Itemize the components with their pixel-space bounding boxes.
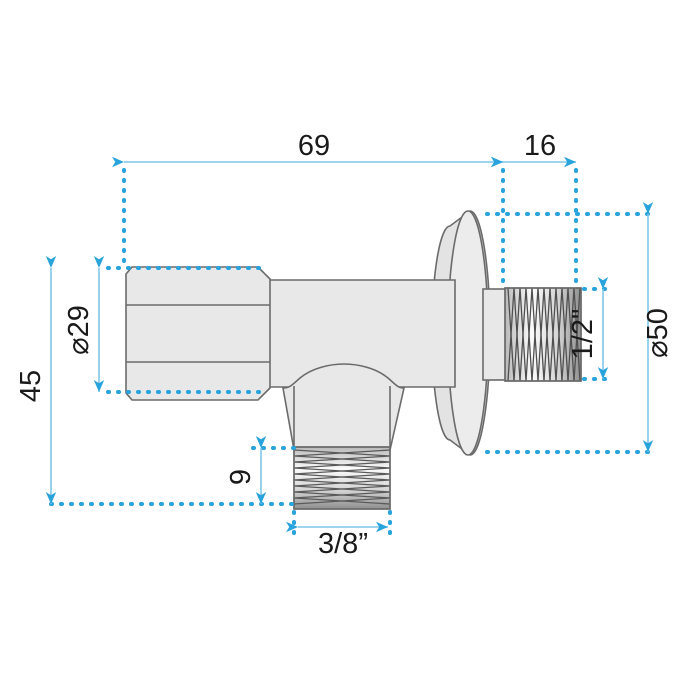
dim-label-nut-diameter: ⌀29 <box>63 305 95 355</box>
wall-flange <box>431 210 491 456</box>
dim-label-outlet-thread-length: 9 <box>225 469 257 485</box>
dimension-lines <box>45 156 654 533</box>
outlet-thread-three-eighths <box>293 446 391 510</box>
valve-part-geometry <box>125 210 582 510</box>
inlet-shank <box>482 288 509 381</box>
dim-label-overall-length: 69 <box>298 130 330 162</box>
extension-lines <box>49 168 654 542</box>
dim-label-outlet-thread-size: 3/8” <box>318 528 368 560</box>
outlet-neck <box>282 363 406 451</box>
inlet-thread-half-inch <box>504 287 582 382</box>
dim-label-thread-length: 16 <box>524 130 556 162</box>
dimension-labels: 69 16 45 ⌀29 9 3/8” 1/2" ⌀50 <box>15 130 674 560</box>
dim-label-overall-height: 45 <box>15 370 47 402</box>
dim-label-inlet-thread-size: 1/2" <box>567 309 599 360</box>
hex-nut <box>125 266 271 401</box>
dim-label-flange-diameter: ⌀50 <box>642 308 674 358</box>
